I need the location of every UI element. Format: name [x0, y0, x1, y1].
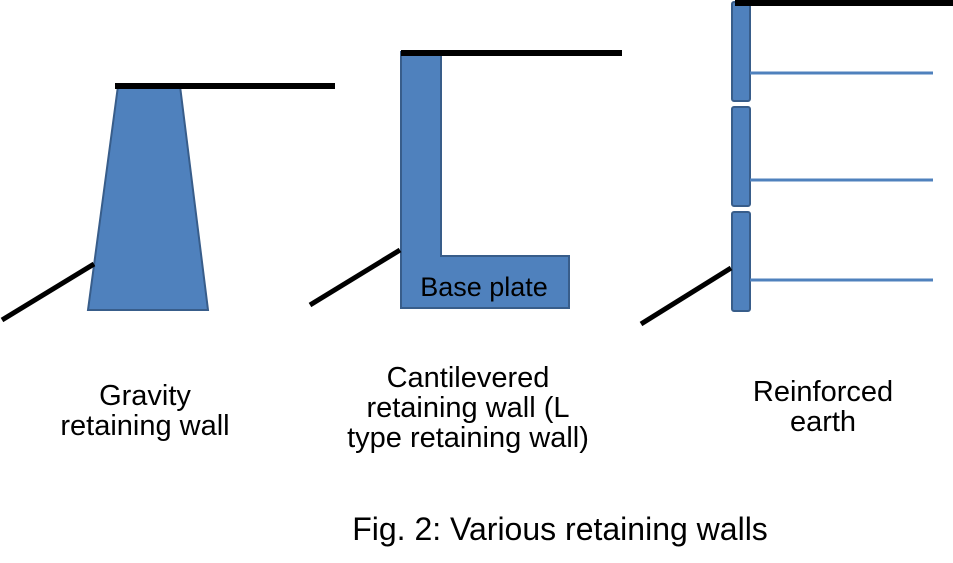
reinforced-panel-bottom — [731, 211, 751, 312]
reinforced-panel-middle — [731, 106, 751, 207]
base-plate-label: Base plate — [420, 272, 548, 302]
reinforced-panel-top — [731, 1, 751, 102]
gravity-wall-label: Gravity retaining wall — [25, 381, 265, 441]
reinforced-earth-label: Reinforced earth — [718, 377, 928, 437]
reinforced-front-ground-line — [639, 265, 733, 327]
cantilever-wall-group — [308, 50, 622, 309]
cantilever-label-line-3: type retaining wall) — [347, 422, 589, 454]
cantilever-label-line-1: Cantilevered — [386, 362, 550, 394]
reinforced-earth-group — [639, 0, 953, 327]
gravity-front-ground-line — [0, 261, 96, 323]
gravity-label-line-1: Gravity — [99, 380, 191, 412]
reinforced-label-line-1: Reinforced — [752, 376, 894, 408]
cantilever-label-line-2: retaining wall (L — [366, 392, 570, 424]
gravity-label-line-2: retaining wall — [60, 410, 230, 442]
cantilever-wall-body — [400, 51, 570, 309]
gravity-wall-body — [86, 85, 210, 311]
reinforced-label-line-2: earth — [789, 406, 857, 438]
cantilever-front-ground-line — [308, 247, 402, 308]
figure-caption: Fig. 2: Various retaining walls — [352, 511, 768, 547]
cantilever-wall-label: Cantilevered retaining wall (L type reta… — [318, 363, 618, 453]
gravity-wall-group — [0, 83, 335, 323]
